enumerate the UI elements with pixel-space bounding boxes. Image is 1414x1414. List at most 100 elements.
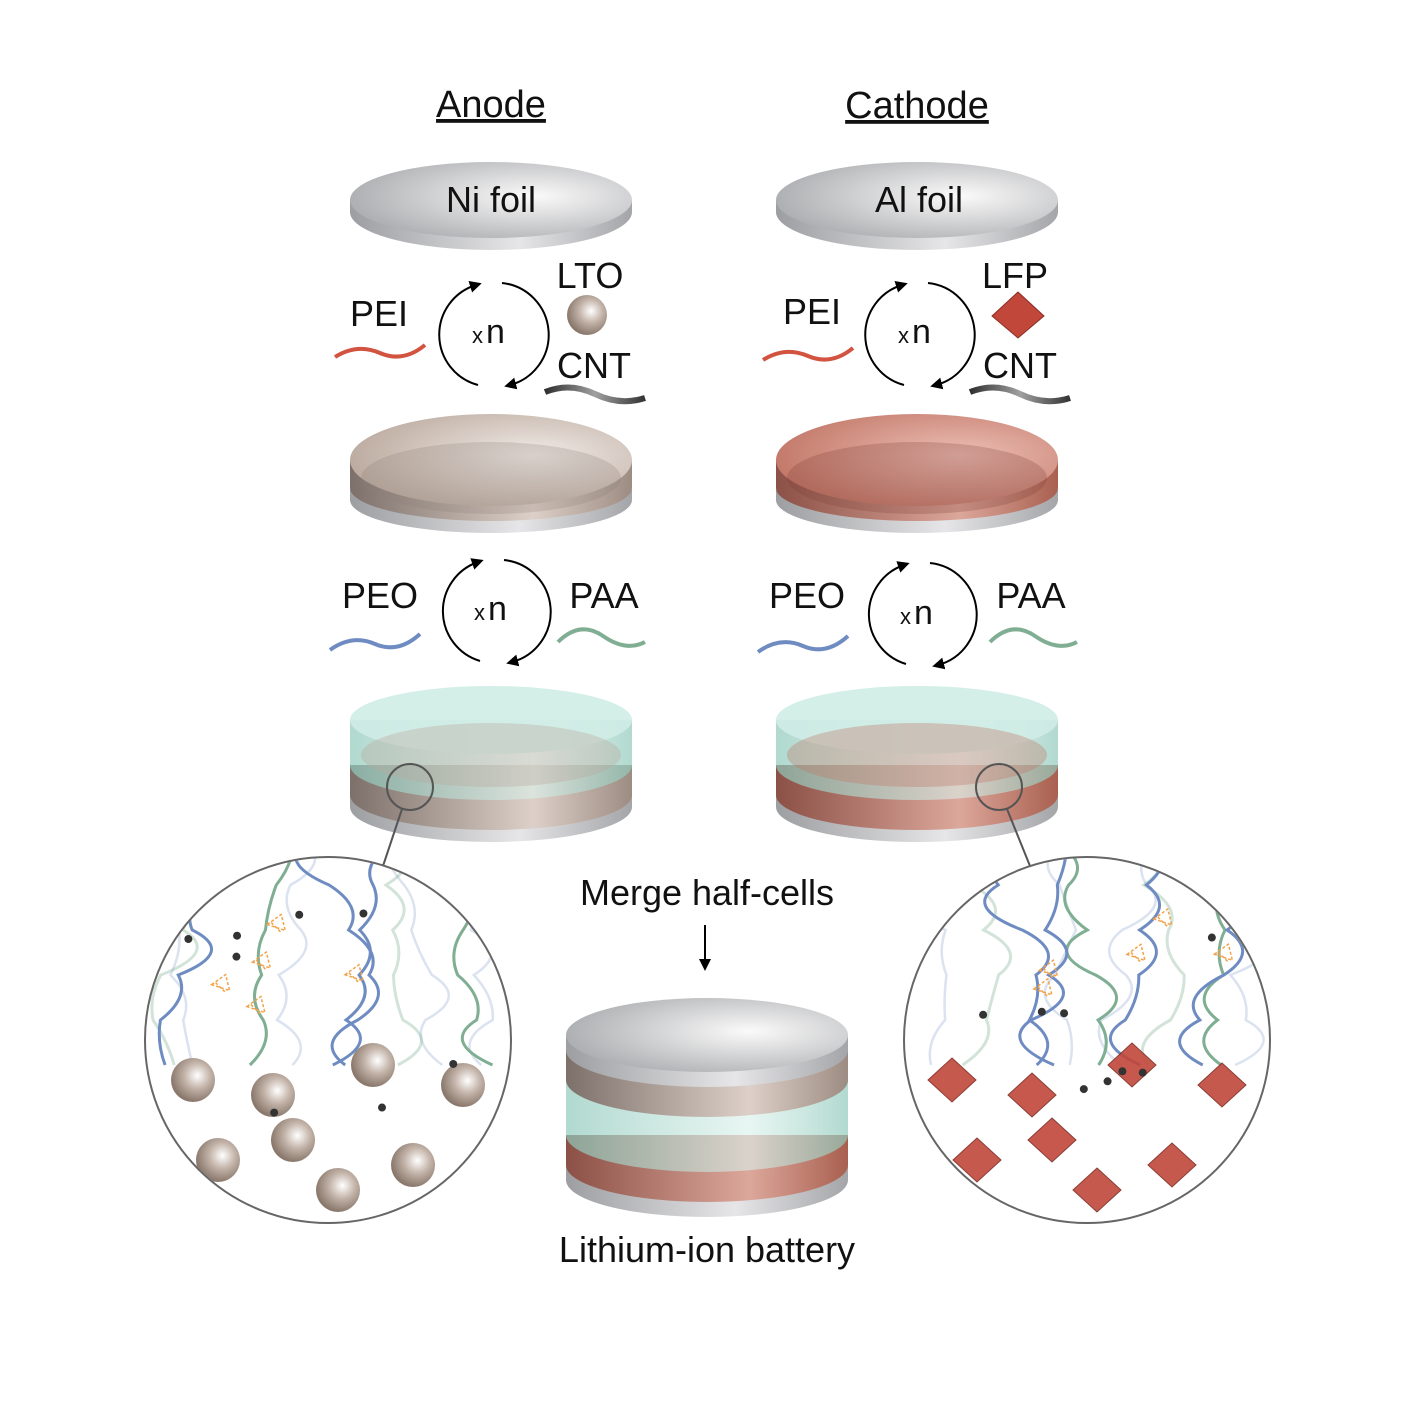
peo-label: PEO <box>769 575 845 616</box>
cathode-title: Cathode <box>845 85 989 127</box>
lto-particle <box>441 1063 485 1107</box>
lithium-ion <box>232 952 241 961</box>
lithium-ion <box>1118 1067 1127 1076</box>
hydrogen-bond <box>250 950 272 971</box>
lfp-particle <box>1072 1167 1122 1213</box>
cnt-strand-icon <box>968 384 1071 405</box>
svg-text:xn: xn <box>472 313 505 351</box>
hydrogen-bond <box>343 963 365 984</box>
lithium-ion <box>184 934 193 943</box>
anode-step1: PEI xn LTO CNT <box>333 255 646 405</box>
peo-chain <box>975 858 1050 1067</box>
lithium-ion <box>233 931 242 940</box>
hydrogen-bond <box>265 913 287 934</box>
paa-label: PAA <box>996 575 1065 616</box>
paa-strand-icon <box>988 627 1078 648</box>
peo-chain <box>275 858 317 1066</box>
cycle-arrow-icon <box>929 562 978 670</box>
lithium-ion <box>295 910 304 919</box>
peo-chain <box>381 858 450 1067</box>
lfp-label: LFP <box>982 255 1048 296</box>
lithium-ion <box>1037 1007 1046 1016</box>
cathode-magnified-view <box>903 856 1271 1224</box>
lto-particle <box>251 1073 295 1117</box>
al-foil-label: Al foil <box>875 179 963 220</box>
hydrogen-bond <box>1125 943 1147 963</box>
svg-text:xn: xn <box>900 594 933 632</box>
ni-foil-label: Ni foil <box>446 179 536 220</box>
pei-label: PEI <box>783 291 841 332</box>
cathode-multilayer-disk <box>776 686 1058 867</box>
lithium-ion <box>449 1059 458 1068</box>
lfp-particle <box>927 1057 977 1103</box>
cnt-label: CNT <box>557 345 631 386</box>
cycle-arrow-icon <box>501 282 550 390</box>
merge-label: Merge half-cells <box>580 872 834 913</box>
pei-label: PEI <box>350 293 408 334</box>
al-foil-disk: Al foil <box>776 162 1058 250</box>
cathode-step2: PEO xn PAA <box>756 561 1078 670</box>
lfp-particle <box>1007 1072 1057 1118</box>
cathode-step1: PEI xn LFP CNT <box>761 255 1071 405</box>
peo-label: PEO <box>342 575 418 616</box>
cycle-arrow-icon <box>864 281 908 386</box>
lfp-particle <box>1027 1117 1077 1163</box>
lto-particle <box>271 1118 315 1162</box>
cnt-strand-icon <box>543 384 646 405</box>
lfp-particle <box>952 1137 1002 1183</box>
lto-particle <box>171 1058 215 1102</box>
lto-particle-icon <box>567 295 607 335</box>
peo-chain <box>1108 858 1166 1067</box>
peo-strand-icon <box>328 632 422 652</box>
cycle-arrow-icon <box>867 561 910 665</box>
cycle-arrow-icon <box>441 558 484 662</box>
lithium-ion <box>270 1108 279 1117</box>
zoom-indicator-circle <box>975 763 1023 811</box>
lithium-ion <box>1060 1009 1069 1018</box>
zoom-indicator-circle <box>386 763 434 811</box>
lto-label: LTO <box>557 255 624 296</box>
lithium-ion <box>1207 933 1216 942</box>
ni-foil-disk: Ni foil <box>350 162 632 250</box>
paa-chain <box>248 858 295 1067</box>
anode-multilayer-disk <box>350 686 632 867</box>
anode-title: Anode <box>436 84 546 126</box>
hydrogen-bond <box>1212 942 1234 963</box>
cnt-label: CNT <box>983 345 1057 386</box>
anode-magnified-view <box>144 856 512 1224</box>
peo-chain <box>1018 858 1069 1067</box>
lithium-ion <box>1138 1068 1147 1077</box>
pei-strand-icon <box>333 343 427 359</box>
hydrogen-bond <box>245 995 266 1016</box>
cycle-arrow-icon <box>438 281 482 386</box>
peo-strand-icon <box>756 634 850 654</box>
lto-particle <box>196 1138 240 1182</box>
lithium-ion <box>1079 1085 1088 1094</box>
pei-strand-icon <box>761 346 855 362</box>
paa-label: PAA <box>569 575 638 616</box>
lithium-ion <box>378 1103 387 1112</box>
cycle-arrow-icon <box>927 282 976 390</box>
lfp-particle <box>1197 1062 1247 1108</box>
lithium-ion-battery <box>566 998 848 1217</box>
svg-text:xn: xn <box>474 590 507 628</box>
paa-chain <box>383 858 423 1067</box>
cathode-coated-disk <box>776 414 1058 533</box>
peo-chain <box>332 858 399 1067</box>
hydrogen-bond <box>1037 959 1059 979</box>
cycle-arrow-icon <box>503 559 552 667</box>
hydrogen-bond <box>209 973 231 994</box>
lithium-ion <box>1103 1077 1112 1086</box>
paa-strand-icon <box>556 627 646 648</box>
lithium-ion <box>979 1010 988 1019</box>
anode-step2: PEO xn PAA <box>328 558 646 667</box>
lfp-crystal-icon <box>991 291 1045 339</box>
hydrogen-bond <box>1032 977 1053 998</box>
anode-coated-disk <box>350 414 632 533</box>
svg-text:xn: xn <box>898 313 931 351</box>
lithium-ion <box>359 909 368 918</box>
lfp-particle <box>1147 1142 1197 1188</box>
lto-particle <box>391 1143 435 1187</box>
lto-particle <box>351 1043 395 1087</box>
